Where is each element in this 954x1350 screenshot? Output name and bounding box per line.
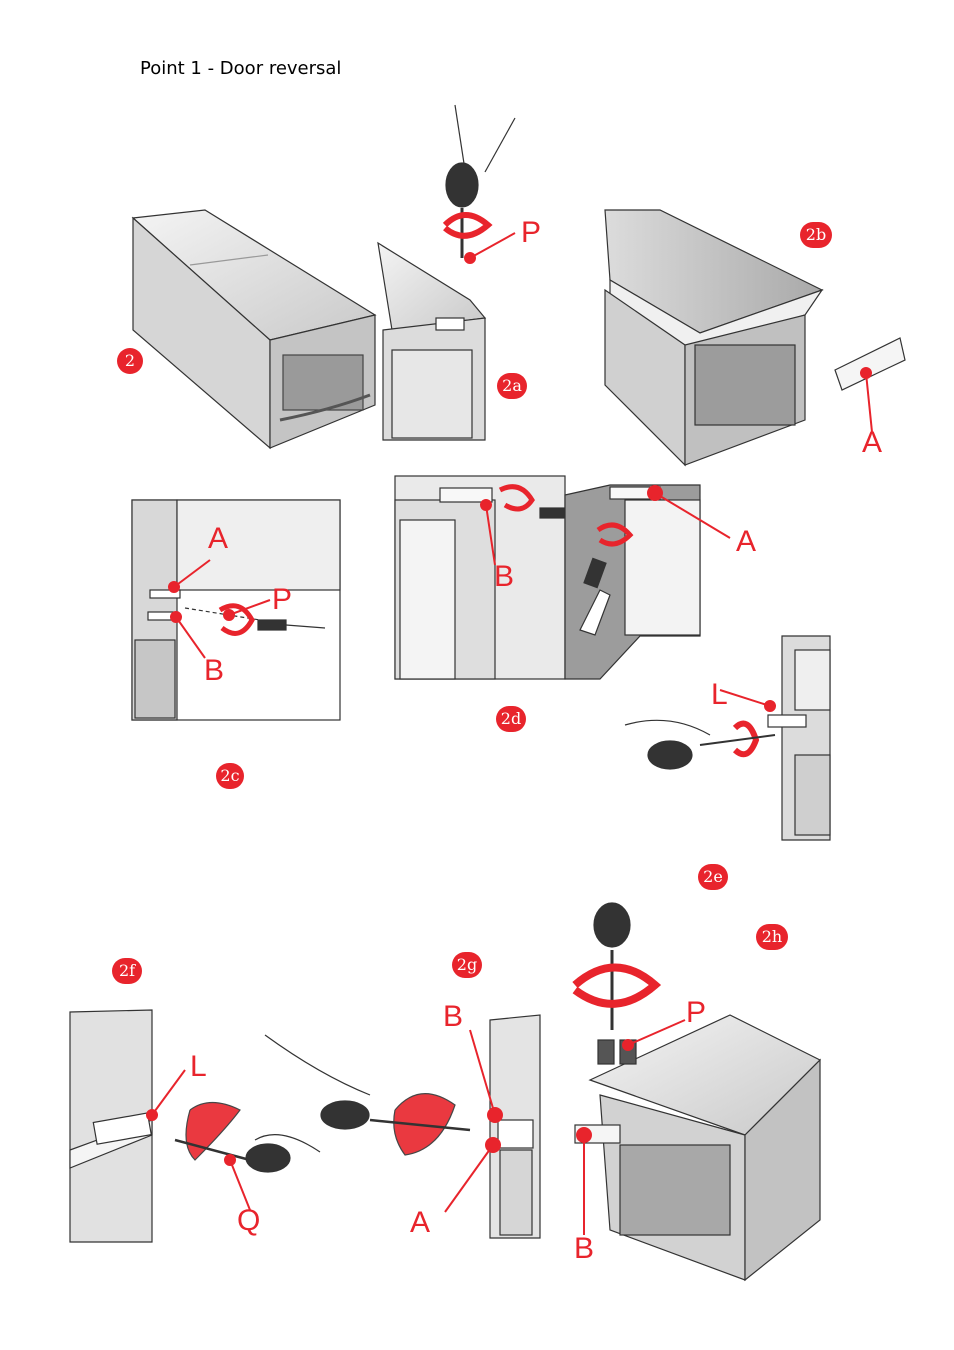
step-badge-2c: 2c [216,763,244,789]
label-b-2h: B [574,1232,595,1265]
figure-2f-bracket [69,1009,321,1243]
label-a-2b: A [862,426,883,459]
figure-2e-lower-hinge [624,635,831,841]
step-badge-2d: 2d [496,706,526,732]
label-p-2c: P [272,583,293,616]
figure-2c-side-hinge [131,499,341,721]
callout-lines [146,232,873,1235]
label-p-2h: P [686,996,707,1029]
page-title: Point 1 - Door reversal [140,58,342,79]
step-badge-2g: 2g [452,952,482,978]
figure-2h-reassemble [572,902,822,1282]
step-badge-2h: 2h [756,924,788,950]
label-l-2f: L [190,1050,207,1083]
label-b-2g: B [443,1000,464,1033]
label-a-2c: A [208,522,229,555]
label-l-2e: L [711,678,728,711]
label-q-2f: Q [237,1204,261,1237]
step-badge-2f: 2f [112,958,142,984]
label-b-2c: B [204,654,225,687]
step-badge-2: 2 [117,348,143,374]
figure-2g-bracket-fit [264,1014,541,1239]
label-p-2a: P [521,216,542,249]
step-badge-2a: 2a [497,373,527,399]
step-badge-2b: 2b [800,222,832,248]
label-b-2d: B [494,560,515,593]
label-a-2d: A [736,525,757,558]
figure-2d-hinge-removal [394,475,701,680]
step-badge-2e: 2e [698,864,728,890]
figure-2b-lift-top [604,209,906,467]
figure-2a-hinge-top [377,104,516,441]
figure-2-fridge [131,209,377,450]
label-a-2g: A [410,1206,431,1239]
